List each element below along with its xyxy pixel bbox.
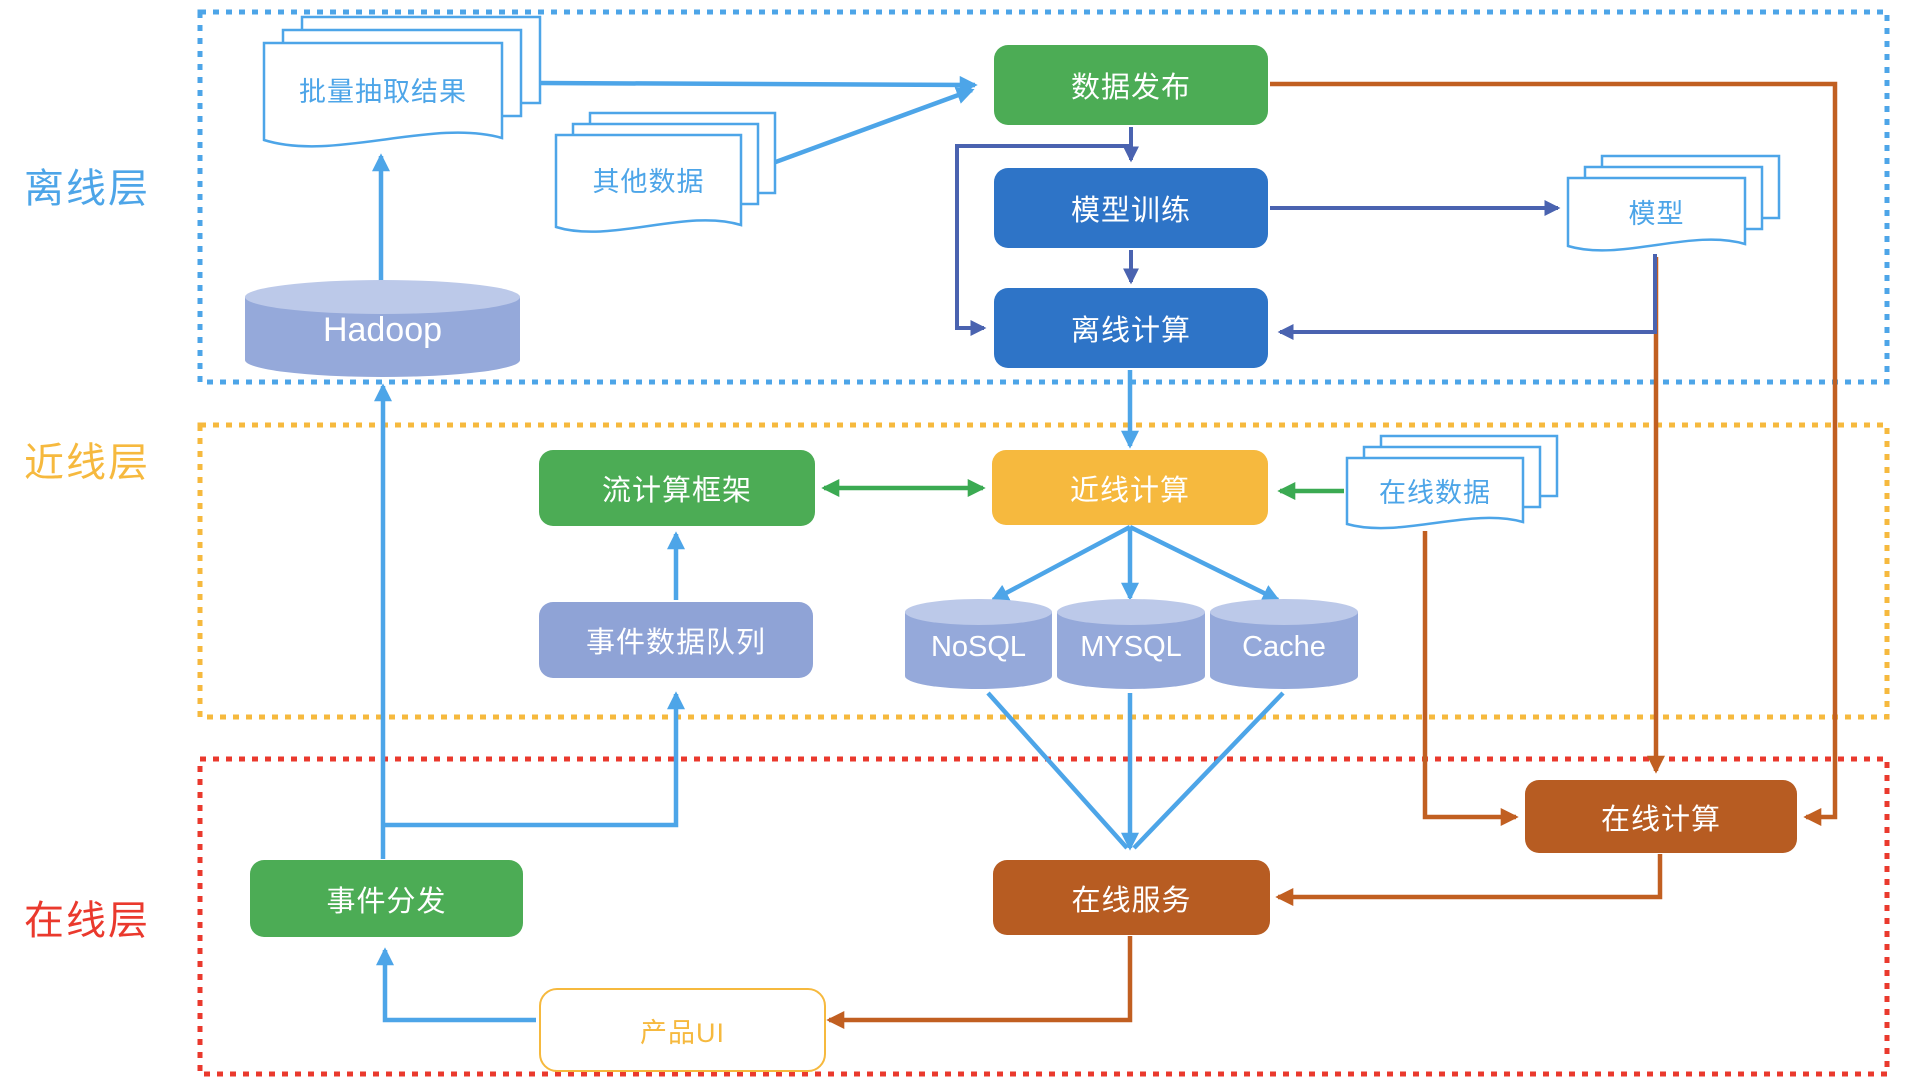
arrow-nearlinecompute-to-cache <box>1129 524 1281 603</box>
hadoop-cylinder-label: Hadoop <box>322 310 443 349</box>
arrow-eventdispatch-to-eventqueue <box>383 691 685 828</box>
nosql-cylinder <box>905 599 1052 690</box>
node-offline-compute: 离线计算 <box>994 288 1268 368</box>
arrow-onlineservice-to-productui <box>826 936 1133 1029</box>
green-arrows <box>821 479 1344 500</box>
arrow-onlinedata-to-onlinecompute <box>1422 531 1519 826</box>
node-online-compute: 在线计算 <box>1525 780 1797 853</box>
cache-cylinder <box>1210 599 1358 689</box>
orange-arrows <box>826 81 1838 1029</box>
line-cache-to-onlineservice <box>1132 691 1285 850</box>
lightblue-arrows <box>372 75 1285 1023</box>
node-nearline-compute: 近线计算 <box>992 450 1268 525</box>
nearline-layer-border <box>197 422 1890 720</box>
node-online-service: 在线服务 <box>993 860 1270 935</box>
doc-other-data-label: 其他数据 <box>592 166 705 197</box>
arrow-batch-to-datapublish <box>539 75 978 94</box>
arrow-nearlinecompute-to-nosql <box>990 525 1132 602</box>
arrow-datapublish-to-onlinecompute <box>1270 81 1838 826</box>
doc-other-data-shape <box>554 111 777 233</box>
doc-model-shape <box>1566 154 1781 252</box>
arrow-onlinecompute-to-onlineservice <box>1275 854 1663 906</box>
online-layer-label: 在线层 <box>24 899 150 943</box>
arrow-model-to-offlinecompute <box>1277 254 1657 340</box>
node-event-dispatch: 事件分发 <box>250 860 523 937</box>
hadoop-cylinder <box>245 280 520 377</box>
indigo-arrows <box>955 127 1657 340</box>
doc-online-data-shape <box>1345 434 1559 530</box>
node-event-queue: 事件数据队列 <box>539 602 813 678</box>
node-model-training: 模型训练 <box>994 168 1268 248</box>
mysql-cylinder-label: MYSQL <box>1080 630 1182 663</box>
cylinder-shapes <box>245 280 1358 690</box>
doc-online-data-label: 在线数据 <box>1379 477 1491 508</box>
doc-batch-result-shape <box>262 15 542 148</box>
doc-batch-result-label: 批量抽取结果 <box>299 76 467 107</box>
line-nosql-to-onlineservice <box>986 691 1129 850</box>
document-shapes <box>262 15 1781 530</box>
arrow-datapublish-to-offlinecompute <box>955 144 1131 336</box>
cache-cylinder-label: Cache <box>1242 630 1326 663</box>
nearline-layer-label: 近线层 <box>24 441 150 485</box>
node-stream-framework: 流计算框架 <box>539 450 815 526</box>
offline-layer-label: 离线层 <box>24 167 150 211</box>
mysql-cylinder <box>1057 599 1205 689</box>
nosql-cylinder-label: NoSQL <box>930 630 1027 663</box>
node-product-ui: 产品UI <box>539 988 826 1072</box>
offline-layer-border <box>197 9 1890 385</box>
doc-model-label: 模型 <box>1628 198 1685 229</box>
node-data-publish: 数据发布 <box>994 45 1268 125</box>
arrow-otherdata-to-datapublish <box>742 86 975 177</box>
arrow-productui-to-eventdispatch <box>376 947 536 1023</box>
